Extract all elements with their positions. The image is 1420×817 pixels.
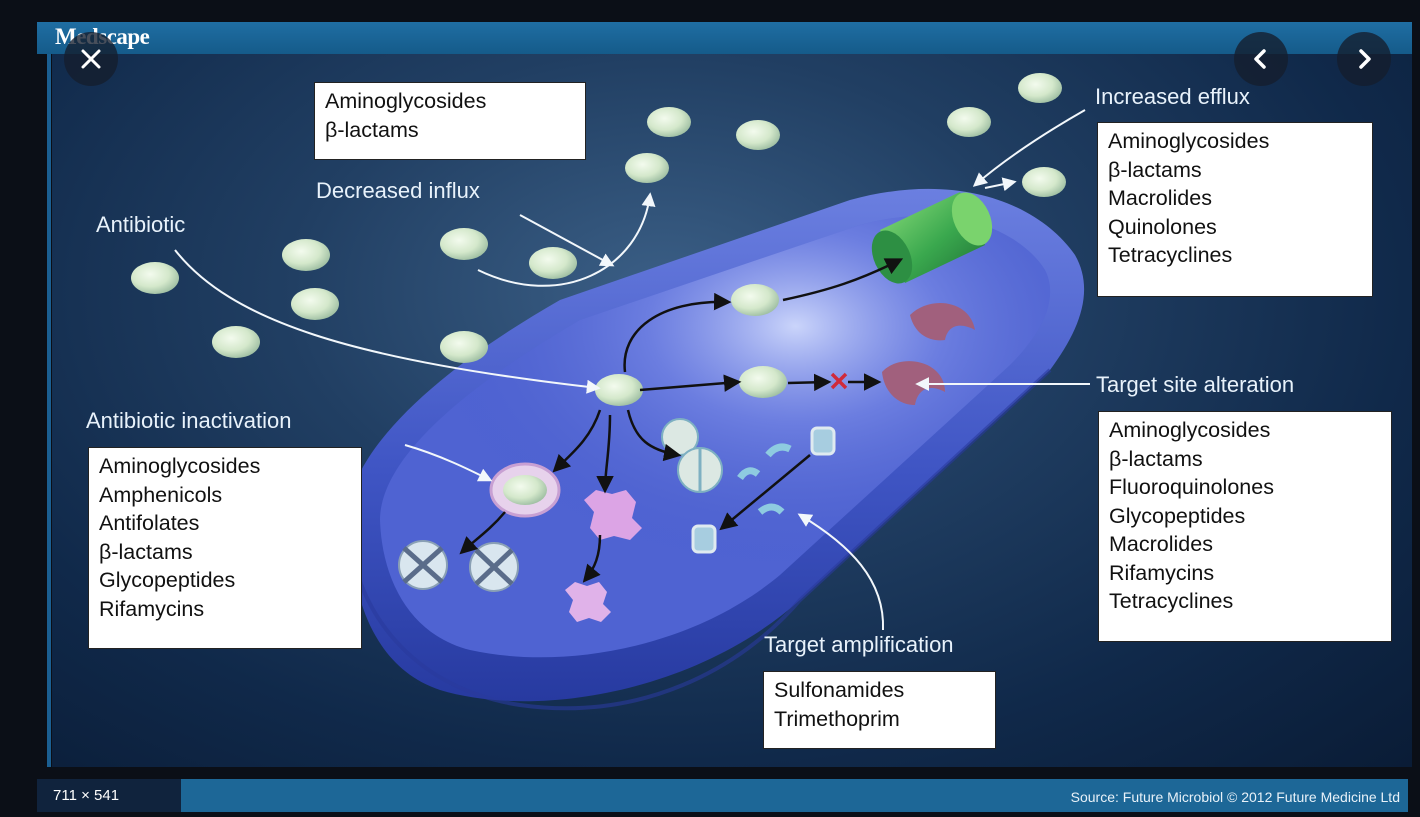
drug-class: β-lactams	[99, 538, 351, 567]
alteration-drug-box: Aminoglycosides β-lactams Fluoroquinolon…	[1098, 411, 1392, 642]
amplification-drug-box: Sulfonamides Trimethoprim	[763, 671, 996, 749]
label-target-amplification: Target amplification	[764, 632, 954, 658]
drug-class: Quinolones	[1108, 213, 1362, 242]
drug-class: Rifamycins	[1109, 559, 1381, 588]
label-decreased-influx: Decreased influx	[316, 178, 480, 204]
drug-class: β-lactams	[1109, 445, 1381, 474]
drug-class: Antifolates	[99, 509, 351, 538]
close-icon	[76, 44, 106, 74]
previous-image-button[interactable]	[1234, 32, 1288, 86]
bacterial-cell	[347, 189, 1084, 708]
image-source-credit: Source: Future Microbiol © 2012 Future M…	[181, 779, 1408, 812]
image-dimensions: 711 × 541	[37, 779, 181, 812]
diagram-image: Antibiotic Decreased influx Increased ef…	[52, 36, 1412, 767]
label-antibiotic-inactivation: Antibiotic inactivation	[86, 408, 291, 434]
drug-class: Aminoglycosides	[99, 452, 351, 481]
close-button[interactable]	[64, 32, 118, 86]
drug-class: Macrolides	[1108, 184, 1362, 213]
drug-class: Tetracyclines	[1108, 241, 1362, 270]
drug-class: Macrolides	[1109, 530, 1381, 559]
viewer-header	[37, 22, 1412, 54]
chevron-right-icon	[1349, 44, 1379, 74]
viewer-border	[47, 54, 51, 767]
efflux-drug-box: Aminoglycosides β-lactams Macrolides Qui…	[1097, 122, 1373, 297]
influx-drug-box: Aminoglycosides β-lactams	[314, 82, 586, 160]
drug-class: Amphenicols	[99, 481, 351, 510]
drug-class: Aminoglycosides	[1108, 127, 1362, 156]
drug-class: β-lactams	[1108, 156, 1362, 185]
label-target-site-alteration: Target site alteration	[1096, 372, 1294, 398]
drug-class: Aminoglycosides	[1109, 416, 1381, 445]
next-image-button[interactable]	[1337, 32, 1391, 86]
inactivation-drug-box: Aminoglycosides Amphenicols Antifolates …	[88, 447, 362, 649]
chevron-left-icon	[1246, 44, 1276, 74]
drug-class: Aminoglycosides	[325, 87, 575, 116]
drug-class: Fluoroquinolones	[1109, 473, 1381, 502]
drug-class: Trimethoprim	[774, 705, 985, 734]
drug-class: Tetracyclines	[1109, 587, 1381, 616]
label-increased-efflux: Increased efflux	[1095, 84, 1250, 110]
drug-class: β-lactams	[325, 116, 575, 145]
drug-class: Rifamycins	[99, 595, 351, 624]
drug-class: Sulfonamides	[774, 676, 985, 705]
drug-class: Glycopeptides	[99, 566, 351, 595]
drug-class: Glycopeptides	[1109, 502, 1381, 531]
label-antibiotic: Antibiotic	[96, 212, 185, 238]
